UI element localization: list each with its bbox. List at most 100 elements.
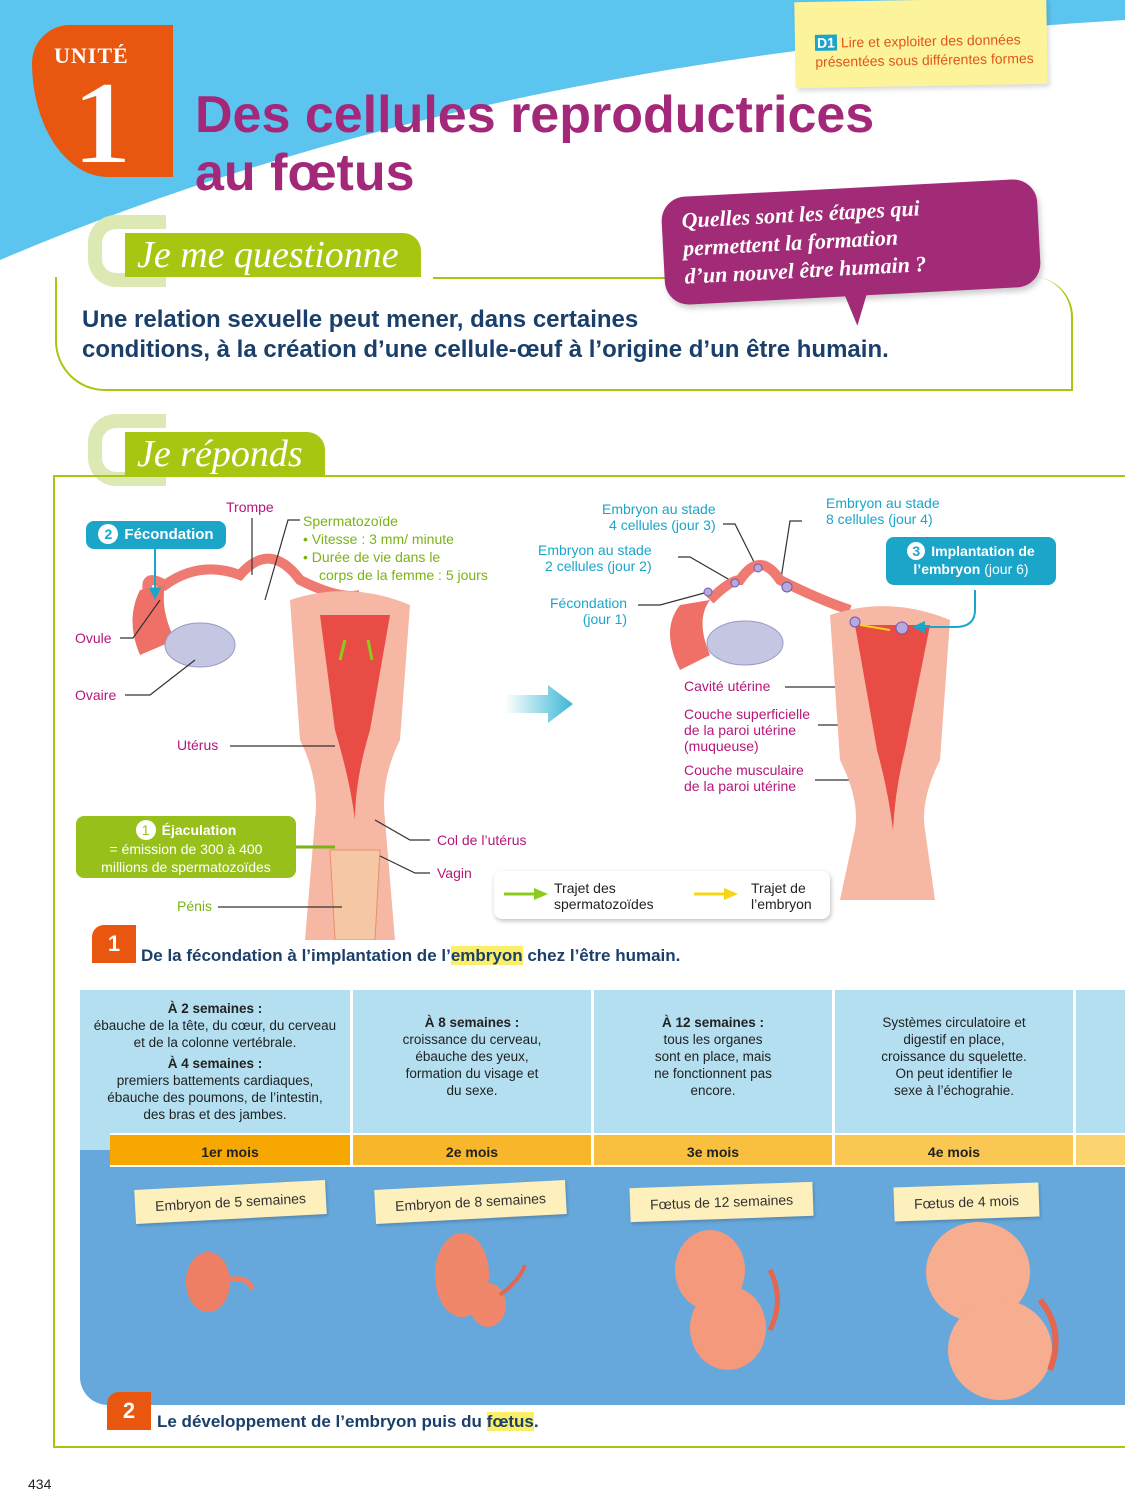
timeline-column: À 12 semaines :tous les organes sont en … xyxy=(594,990,835,1133)
green-arrow-icon xyxy=(504,888,548,900)
legend-line: Trajet de xyxy=(751,880,806,896)
caption-text: chez l’être humain. xyxy=(522,946,681,965)
skill-text: présentées sous différentes formes xyxy=(815,50,1034,70)
label-cavite: Cavité utérine xyxy=(684,678,771,694)
info-item: Durée de vie dans le xyxy=(311,549,441,565)
divider xyxy=(433,277,673,279)
label-line: 4 cellules (jour 3) xyxy=(609,517,716,533)
step-number: 2 xyxy=(98,524,119,544)
column-heading: À 8 semaines : xyxy=(424,1015,520,1030)
label-fecondation-jour1: Fécondation(jour 1) xyxy=(550,595,627,627)
column-text: Systèmes circulatoire et digestif en pla… xyxy=(881,1015,1027,1098)
month-5-partial xyxy=(1076,1133,1125,1167)
tab-je-reponds: Je réponds xyxy=(125,432,325,476)
implantation-day: (jour 6) xyxy=(984,561,1029,577)
doc-number-badge: 1 xyxy=(92,925,136,963)
doc1-caption: De la fécondation à l’implantation de l’… xyxy=(141,946,680,966)
label-line: Embryon au stade xyxy=(538,542,652,558)
yellow-arrow-icon xyxy=(694,888,738,900)
fecondation-label: Fécondation xyxy=(124,526,214,543)
stage-card: Fœtus de 12 semaines xyxy=(629,1181,814,1223)
ejaculation-text: millions de spermatozoïdes xyxy=(101,859,271,875)
spermatozoide-info: Spermatozoïde• Vitesse : 3 mm/ minute• D… xyxy=(303,513,488,583)
answer-frame xyxy=(53,475,1125,1448)
page-number: 434 xyxy=(28,1476,52,1492)
unit-label: UNITÉ xyxy=(54,43,129,68)
implantation-label: Implantation de xyxy=(931,543,1035,559)
column-text: premiers battements cardiaques, ébauche … xyxy=(107,1073,323,1122)
timeline-column: Systèmes circulatoire et digestif en pla… xyxy=(835,990,1076,1133)
label-trompe: Trompe xyxy=(226,499,274,515)
fetus-12-weeks-image xyxy=(675,1230,780,1370)
month-3: 3e mois xyxy=(594,1133,835,1167)
label-line: Fécondation xyxy=(550,595,628,611)
month-2: 2e mois xyxy=(353,1133,594,1167)
glossary-link[interactable]: fœtus xyxy=(486,1412,534,1431)
label-col: Col de l’utérus xyxy=(437,832,527,848)
label-vagin: Vagin xyxy=(437,865,472,881)
label-uterus: Utérus xyxy=(177,737,219,753)
label-line: de la paroi utérine xyxy=(684,722,797,738)
legend-line: spermatozoïdes xyxy=(554,896,654,912)
doc2-caption: Le développement de l’embryon puis du fœ… xyxy=(157,1412,539,1432)
label-line: (jour 1) xyxy=(582,611,628,627)
label-ovule: Ovule xyxy=(75,630,112,646)
info-title: Spermatozoïde xyxy=(303,513,398,529)
column-heading: À 2 semaines : xyxy=(167,1001,263,1016)
question-box xyxy=(55,277,1073,391)
label-line: Couche musculaire xyxy=(684,762,804,778)
label-line: Embryon au stade xyxy=(826,495,940,511)
embryo-5-weeks-image xyxy=(186,1252,255,1312)
intro-line: conditions, à la création d’une cellule-… xyxy=(82,336,889,363)
ejaculation-text: = émission de 300 à 400 xyxy=(109,841,263,857)
label-line: Couche superficielle xyxy=(684,706,811,722)
timeline-column: À 2 semaines : ébauche de la tête, du cœu… xyxy=(80,990,353,1133)
step-number: 1 xyxy=(135,820,156,840)
left-uterus-illustration xyxy=(132,553,410,940)
embryo-illustrations xyxy=(186,1222,1059,1400)
legend-line: l’embryon xyxy=(751,896,812,912)
ejaculation-label: Éjaculation xyxy=(161,822,237,838)
caption-text: De la fécondation à l’implantation de l’ xyxy=(141,946,451,965)
reproductive-diagram xyxy=(120,518,976,940)
label-ovaire: Ovaire xyxy=(75,687,117,703)
unit-number: 1 xyxy=(71,56,133,189)
step-number: 3 xyxy=(907,542,926,560)
info-item: Vitesse : 3 mm/ minute xyxy=(311,531,454,547)
label-line: 8 cellules (jour 4) xyxy=(826,511,933,527)
stage-card: Fœtus de 4 mois xyxy=(893,1182,1040,1222)
fecondation-badge: 2 Fécondation xyxy=(86,521,226,549)
sky-background xyxy=(0,0,1125,260)
glossary-link[interactable]: embryon xyxy=(450,946,523,965)
intro-line: Une relation sexuelle peut mener, dans c… xyxy=(82,306,639,333)
skill-code: D1 xyxy=(814,34,838,51)
transition-arrow-icon xyxy=(505,685,573,723)
column-heading: À 4 semaines : xyxy=(167,1056,263,1071)
skill-text: Lire et exploiter des données xyxy=(840,31,1021,51)
embryo-8-weeks-image xyxy=(435,1233,527,1327)
column-text: croissance du cerveau, ébauche des yeux,… xyxy=(402,1032,542,1098)
label-line: de la paroi utérine xyxy=(684,778,797,794)
timeline-descriptions xyxy=(80,990,1125,1150)
title-line: au fœtus xyxy=(195,144,415,202)
label-line: 2 cellules (jour 2) xyxy=(545,558,652,574)
title-line: Des cellules reproductrices xyxy=(195,86,875,144)
intro-text: Une relation sexuelle peut mener, dans c… xyxy=(82,305,889,365)
right-uterus-illustration xyxy=(670,560,976,900)
caption-text: Le développement de l’embryon puis du xyxy=(157,1412,487,1431)
label-penis: Pénis xyxy=(177,898,213,914)
label-line: Embryon au stade xyxy=(602,501,716,517)
column-text: tous les organes sont en place, mais ne … xyxy=(654,1032,772,1098)
legend-line: Trajet des xyxy=(554,880,616,896)
column-text: ébauche de la tête, du cœur, du cerveau … xyxy=(93,1018,337,1050)
